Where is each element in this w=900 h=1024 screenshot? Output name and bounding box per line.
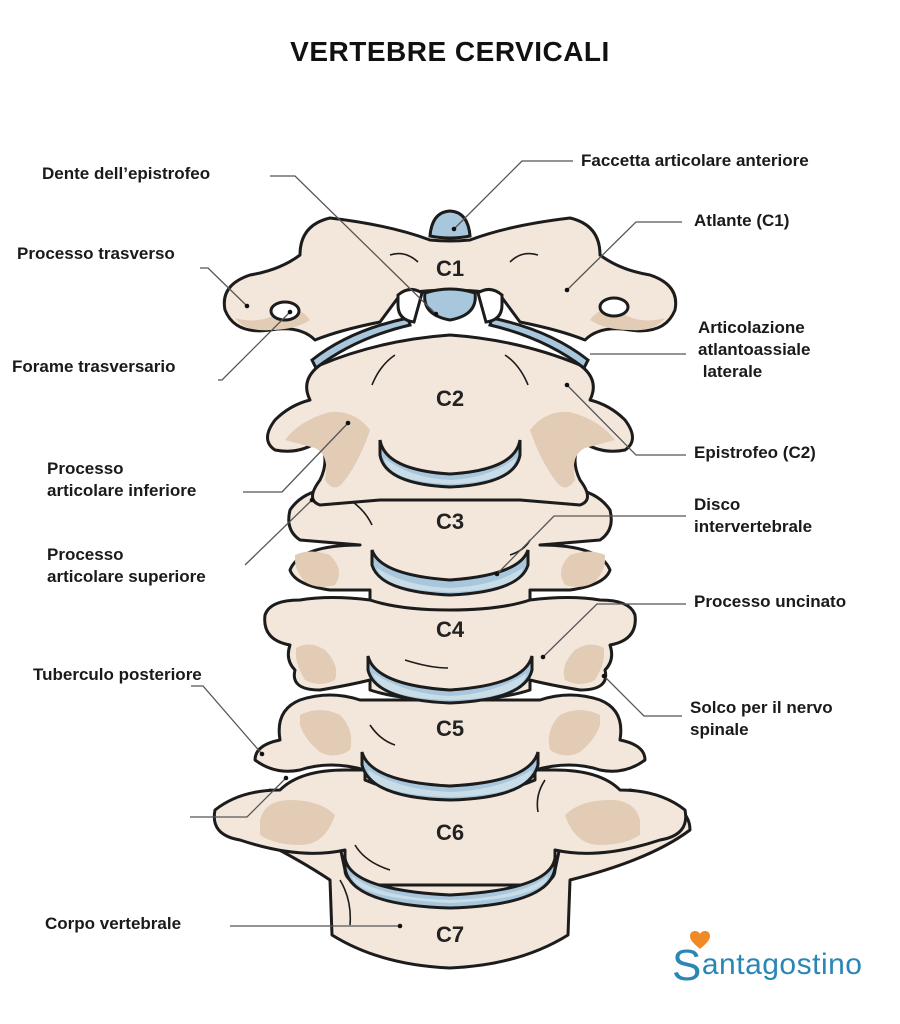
label-articolazione-atlantoassiale: Articolazione atlantoassiale laterale	[698, 317, 810, 383]
vertebra-label-c7: C7	[436, 922, 464, 947]
label-processo-articolare-superiore: Processo articolare superiore	[47, 544, 206, 588]
label-line-2: articolare inferiore	[47, 481, 197, 500]
vertebra-c1	[222, 216, 678, 342]
leader-faccetta	[453, 160, 573, 230]
anterior-articular-facet	[428, 209, 472, 240]
vertebra-label-c2: C2	[436, 386, 464, 411]
label-line-2: articolare superiore	[47, 567, 206, 586]
vertebra-label-c6: C6	[436, 820, 464, 845]
leader-tuberculo	[191, 685, 263, 755]
leader-disco	[496, 515, 686, 575]
vertebra-c3	[287, 477, 613, 612]
foramen-transversarium-right	[598, 296, 630, 318]
label-faccetta-articolare-anteriore: Faccetta articolare anteriore	[581, 151, 809, 170]
label-line-1: Processo	[47, 459, 124, 478]
label-line-1: Disco	[694, 495, 741, 514]
leader-atlante	[566, 221, 682, 291]
disc-c6-c7	[343, 857, 557, 910]
label-dente-epistrofeo: Dente dell’epistrofeo	[42, 164, 211, 183]
disc-c5-c6	[360, 751, 540, 802]
leader-articolare-superiore	[244, 499, 313, 566]
vertebra-label-c4: C4	[436, 617, 465, 642]
label-line-2: intervertebrale	[694, 517, 813, 536]
vertebra-c4	[263, 596, 637, 702]
label-line-1: Articolazione	[698, 318, 805, 337]
leader-processo-trasverso	[200, 267, 248, 307]
label-solco-nervo-spinale: Solco per il nervo spinale	[690, 697, 833, 741]
logo-text: antagostino	[701, 948, 863, 981]
atlantoaxial-joint-left	[310, 316, 412, 371]
leader-uncinato	[542, 603, 686, 658]
leader-dente	[270, 175, 437, 315]
leader-forame	[218, 311, 291, 381]
label-processo-uncinato: Processo uncinato	[694, 592, 847, 611]
leader-unlabeled	[190, 777, 287, 818]
leader-lines	[190, 160, 686, 929]
label-line-2: spinale	[690, 720, 749, 739]
label-atlante: Atlante (C1)	[694, 211, 790, 230]
foramen-transversarium-left	[269, 300, 301, 322]
vertebra-c2	[266, 333, 634, 507]
label-disco-intervertebrale: Disco intervertebrale	[694, 494, 812, 538]
leader-articolare-inferiore	[243, 422, 349, 493]
vertebra-label-c3: C3	[436, 509, 464, 534]
santagostino-logo: Santagostino	[672, 931, 863, 990]
label-line-1: Solco per il nervo	[690, 698, 833, 717]
dens-of-axis	[423, 287, 477, 322]
label-epistrofeo: Epistrofeo (C2)	[694, 443, 816, 462]
diagram-title: VERTEBRE CERVICALI	[290, 36, 610, 67]
leader-epistrofeo	[566, 384, 686, 456]
disc-c3-c4	[370, 549, 530, 597]
heart-icon	[690, 931, 710, 949]
disc-c4-c5	[366, 655, 534, 705]
label-line-3: laterale	[698, 362, 763, 381]
label-line-1: Processo	[47, 545, 124, 564]
vertebra-c5	[253, 693, 647, 797]
vertebra-label-c1: C1	[436, 256, 464, 281]
label-line-2: atlantoassiale	[698, 340, 811, 359]
label-processo-trasverso: Processo trasverso	[17, 244, 175, 263]
vertebra-label-c5: C5	[436, 716, 464, 741]
disc-c2-c3	[378, 439, 522, 489]
label-forame-trasversario: Forame trasversario	[12, 357, 176, 376]
logo-initial: S	[672, 941, 702, 990]
leader-solco	[603, 675, 682, 717]
label-tuberculo-posteriore: Tuberculo posteriore	[33, 665, 202, 684]
label-corpo-vertebrale: Corpo vertebrale	[45, 914, 182, 933]
label-processo-articolare-inferiore: Processo articolare inferiore	[47, 458, 196, 502]
atlantoaxial-joint-right	[488, 316, 590, 371]
